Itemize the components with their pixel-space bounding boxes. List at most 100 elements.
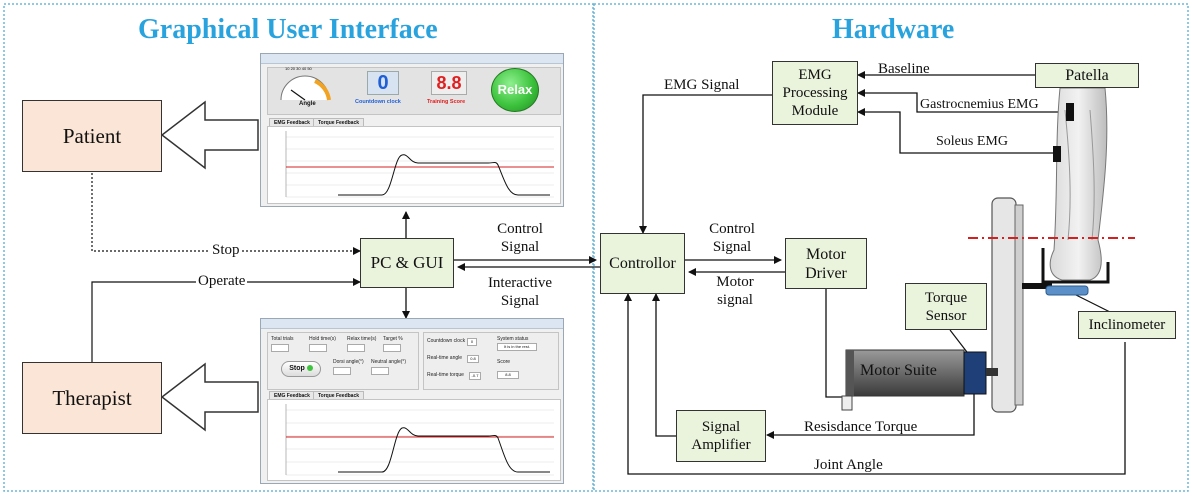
gauge-tick-20: 20 xyxy=(290,66,296,71)
motor-signal-label: Motor signal xyxy=(700,273,770,309)
countdown-clock-value: 0 xyxy=(467,338,477,346)
top-plot-area xyxy=(267,126,561,204)
control-signal-driver-label: Control Signal xyxy=(692,220,772,256)
emg-module-line3: Module xyxy=(791,103,839,119)
bottom-plot-area xyxy=(267,399,561,481)
relax-time-input[interactable] xyxy=(347,344,365,352)
motor-signal-line1: Motor xyxy=(716,274,754,290)
arrow-soleus-emg xyxy=(857,108,1053,154)
angle-gauge xyxy=(280,75,331,101)
gauge-tick-30: 30 xyxy=(296,66,301,71)
score-label: Score xyxy=(497,359,511,365)
system-status-label: System status xyxy=(497,336,529,342)
stop-indicator-icon xyxy=(306,365,313,372)
angle-label: Angle xyxy=(299,101,316,107)
total-trials-input[interactable] xyxy=(271,344,289,352)
stop-label: Stop xyxy=(210,241,242,259)
neutral-angle-input[interactable] xyxy=(371,367,389,375)
countdown-label: Countdown clock xyxy=(355,99,401,105)
signal-amplifier-line2: Amplifier xyxy=(691,437,751,453)
motor-driver-line1: Motor xyxy=(806,245,846,263)
emg-signal-label: EMG Signal xyxy=(664,77,740,93)
controller-label: Controllor xyxy=(609,254,676,272)
operate-line xyxy=(91,278,361,362)
hollow-arrow-patient xyxy=(160,100,259,170)
emg-module-box: EMG Processing Module xyxy=(772,61,858,125)
operate-label: Operate xyxy=(196,272,248,290)
patient-label: Patient xyxy=(62,123,122,148)
hollow-arrow-therapist xyxy=(160,362,259,432)
pc-gui-label: PC & GUI xyxy=(370,253,444,272)
dorsi-angle-input[interactable] xyxy=(333,367,351,375)
gui-section-border xyxy=(3,3,594,492)
gui-section-title: Graphical User Interface xyxy=(138,14,438,45)
top-window-titlebar xyxy=(261,54,563,64)
control-signal-gui-label: Control Signal xyxy=(480,220,560,256)
torque-sensor-line1: Torque xyxy=(924,289,968,306)
gauge-tick-50: 50 xyxy=(307,66,312,71)
soleus-emg-label: Soleus EMG xyxy=(936,134,1008,149)
bottom-tab-torque[interactable]: Torque Feedback xyxy=(313,391,365,400)
top-tab-torque[interactable]: Torque Feedback xyxy=(313,118,365,127)
interactive-signal-label: Interactive Signal xyxy=(472,274,568,310)
relax-time-label: Relax time(s) xyxy=(347,336,377,342)
controller-box: Controllor xyxy=(600,233,685,294)
resistance-torque-label: Resisdance Torque xyxy=(804,419,918,435)
control-signal-driver-line1: Control xyxy=(709,221,755,237)
torque-sensor-block xyxy=(963,351,987,395)
patient-box: Patient xyxy=(22,100,162,172)
control-signal-gui-line1: Control xyxy=(497,221,543,237)
total-trials-label: Total trials xyxy=(271,336,294,342)
top-torque-curve xyxy=(285,131,554,198)
inclinometer-sensor xyxy=(1045,285,1089,296)
interactive-signal-line1: Interactive xyxy=(487,275,553,291)
status-panel xyxy=(423,332,559,390)
arrow-joint-angle xyxy=(624,293,1126,475)
hold-time-label: Hold time(s) xyxy=(309,336,336,342)
pedal-shaft xyxy=(1022,283,1052,289)
torque-sensor-box: Torque Sensor xyxy=(905,283,987,330)
realtime-angle-label: Real-time angle xyxy=(427,355,463,361)
relax-button[interactable]: Relax xyxy=(491,68,539,112)
countdown-value: 0 xyxy=(367,71,399,95)
therapist-box: Therapist xyxy=(22,362,162,434)
gui-screenshot-top: 10 20 30 40 50 Angle 0 Countdown clock 8… xyxy=(260,53,564,207)
emg-module-line2: Processing xyxy=(782,85,848,101)
pedal-disk-rim xyxy=(1014,204,1024,406)
gauge-tick-10: 10 xyxy=(285,66,290,71)
motor-signal-line2: signal xyxy=(717,292,753,308)
stop-button[interactable]: Stop xyxy=(281,361,321,377)
interactive-signal-line2: Signal xyxy=(500,293,540,309)
motor-driver-box: Motor Driver xyxy=(785,238,867,289)
training-score-value: 8.8 xyxy=(431,71,467,95)
arrow-emg-signal xyxy=(639,94,772,234)
inclinometer-box: Inclinometer xyxy=(1078,311,1176,339)
gauge-ticks: 10 20 30 40 50 xyxy=(285,66,312,71)
stop-button-label: Stop xyxy=(289,365,305,372)
dorsi-angle-label: Dorsi angle(°) xyxy=(333,359,364,365)
neutral-angle-label: Neutral angle(°) xyxy=(371,359,407,365)
system-status-value: It is in the rest. xyxy=(497,343,537,351)
realtime-angle-value: 0.8 xyxy=(467,355,479,363)
motor-driver-line2: Driver xyxy=(805,264,847,282)
target-input[interactable] xyxy=(383,344,401,352)
training-score-label: Training Score xyxy=(427,99,466,105)
gastrocnemius-emg-label: Gastrocnemius EMG xyxy=(920,97,1039,112)
hardware-section-border xyxy=(593,3,1189,492)
stop-line xyxy=(91,173,361,255)
hold-time-input[interactable] xyxy=(309,344,327,352)
bottom-window-titlebar xyxy=(261,319,563,329)
signal-amplifier-line1: Signal xyxy=(701,419,741,435)
arrow-amplifier-to-controller xyxy=(652,293,676,437)
inclinometer-label: Inclinometer xyxy=(1088,316,1166,333)
realtime-torque-label: Real-time torque xyxy=(427,372,464,378)
therapist-label: Therapist xyxy=(52,385,132,410)
baseline-label: Baseline xyxy=(878,61,930,77)
countdown-clock-label: Countdown clock xyxy=(427,338,466,344)
arrow-gastrocnemius-emg xyxy=(857,89,1068,113)
bottom-torque-curve xyxy=(285,404,554,476)
hardware-section-title: Hardware xyxy=(832,14,955,45)
patella-label: Patella xyxy=(1065,66,1109,84)
